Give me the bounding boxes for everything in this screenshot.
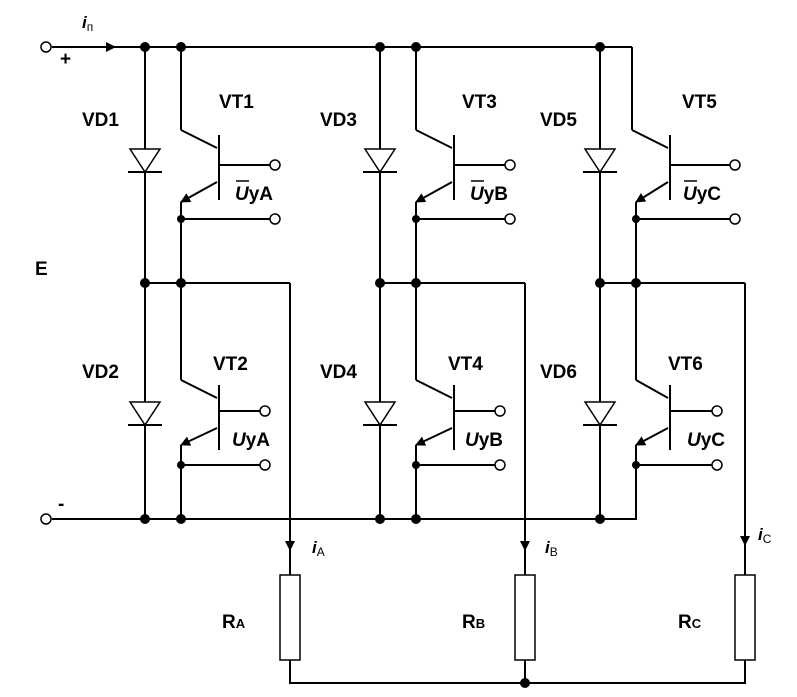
current-label-b: iB xyxy=(545,538,558,559)
control-terminal-vt3[interactable] xyxy=(504,159,516,171)
emitter-terminal-vt4[interactable] xyxy=(494,459,506,471)
emitter-terminal-vt1[interactable] xyxy=(269,213,281,225)
resistor-label-c: RC xyxy=(678,612,702,633)
current-label-a: iA xyxy=(312,538,325,559)
control-terminal-vt2[interactable] xyxy=(259,405,271,417)
input-current-label: iп xyxy=(82,13,93,34)
label-vd6: VD6 xyxy=(540,362,577,383)
label-vd5: VD5 xyxy=(540,110,577,131)
positive-rail: + iп xyxy=(40,13,632,70)
load-network: iA iB iC RA RB RC xyxy=(222,283,772,688)
label-vt6: VT6 xyxy=(668,354,703,375)
label-vt3: VT3 xyxy=(462,92,497,113)
control-label-vt1: UyA xyxy=(235,184,273,205)
negative-rail: - xyxy=(40,494,637,525)
label-vt2: VT2 xyxy=(213,354,248,375)
label-vd1: VD1 xyxy=(82,110,119,131)
neutral-junction xyxy=(520,678,530,688)
current-label-c: iC xyxy=(758,525,772,546)
resistor-label-b: RB xyxy=(462,612,485,633)
control-terminal-vt5[interactable] xyxy=(729,159,741,171)
label-vt4: VT4 xyxy=(448,354,483,375)
label-vt1: VT1 xyxy=(219,92,254,113)
emitter-terminal-vt5[interactable] xyxy=(729,213,741,225)
resistor-c xyxy=(734,574,756,661)
positive-sign: + xyxy=(60,49,71,70)
resistor-a xyxy=(279,574,301,661)
positive-terminal[interactable] xyxy=(40,41,52,53)
emitter-terminal-vt6[interactable] xyxy=(711,459,723,471)
resistor-b xyxy=(514,574,536,661)
label-vd3: VD3 xyxy=(320,110,357,131)
control-terminal-vt1[interactable] xyxy=(269,159,281,171)
inverter-leg-a: VD1 VD2 VT1 VT2 UyA UyA xyxy=(82,42,290,524)
emitter-terminal-vt2[interactable] xyxy=(259,459,271,471)
supply-voltage-label: E xyxy=(35,259,48,280)
negative-sign: - xyxy=(58,494,64,515)
label-vd2: VD2 xyxy=(82,362,119,383)
control-terminal-vt4[interactable] xyxy=(494,405,506,417)
control-label-vt6: UyC xyxy=(687,430,725,451)
control-label-vt5: UyC xyxy=(683,184,721,205)
inverter-leg-b: VD3 VD4 VT3 VT4 UyB UyB xyxy=(320,42,525,524)
control-label-vt2: UyA xyxy=(232,430,270,451)
negative-terminal[interactable] xyxy=(40,513,52,525)
label-vd4: VD4 xyxy=(320,362,357,383)
resistor-label-a: RA xyxy=(222,612,246,633)
control-label-vt3: UyB xyxy=(470,184,508,205)
inverter-leg-c: VD5 VD6 VT5 VT6 UyC UyC xyxy=(540,42,745,524)
control-terminal-vt6[interactable] xyxy=(711,405,723,417)
control-label-vt4: UyB xyxy=(465,430,503,451)
emitter-terminal-vt3[interactable] xyxy=(504,213,516,225)
label-vt5: VT5 xyxy=(682,92,717,113)
